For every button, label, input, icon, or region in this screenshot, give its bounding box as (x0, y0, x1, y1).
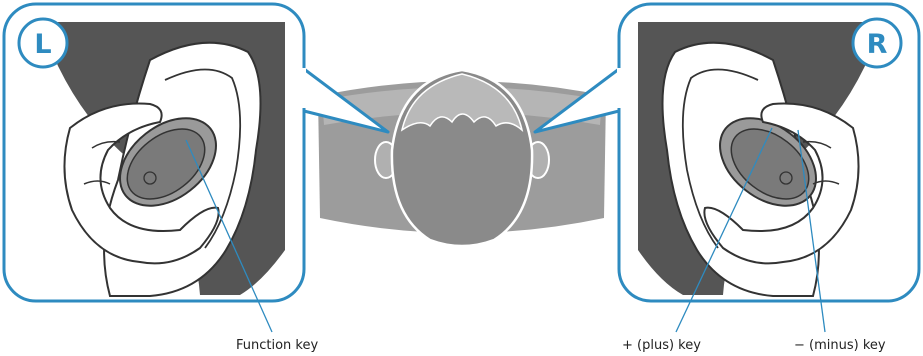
minus-key-label: − (minus) key (794, 338, 886, 353)
right-badge-label: R (867, 29, 888, 60)
function-key-label: Function key (236, 338, 318, 353)
plus-key-label: + (plus) key (622, 338, 701, 353)
left-badge: L (19, 19, 67, 67)
left-badge-label: L (34, 29, 51, 60)
right-badge: R (853, 19, 901, 67)
head-top-view-icon (318, 70, 606, 246)
